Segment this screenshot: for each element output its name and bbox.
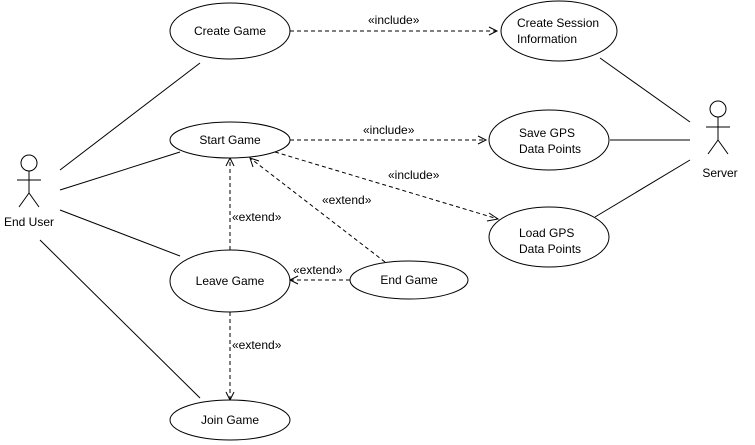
- assoc-user-start: [59, 151, 181, 191]
- actor-leg-right: [28, 192, 40, 208]
- label-extend-end-start: «extend»: [322, 193, 372, 207]
- actor-leg-left: [18, 192, 30, 208]
- use-case-save-gps-data-points[interactable]: Save GPS Data Points: [488, 109, 610, 171]
- use-case-join-game[interactable]: Join Game: [169, 399, 291, 441]
- use-case-create-session-information[interactable]: Create Session Information: [500, 0, 618, 62]
- assoc-user-join: [39, 239, 201, 399]
- use-case-label-line2: Data Points: [519, 142, 581, 156]
- extend-end-start: [249, 157, 386, 263]
- assoc-server-session: [599, 57, 691, 123]
- use-case-label-line1: Load GPS: [519, 226, 574, 240]
- use-case-label: Create Game: [194, 24, 266, 38]
- use-case-label: Join Game: [201, 413, 259, 427]
- label-extend-end-leave: «extend»: [293, 263, 343, 277]
- use-case-label-line2: Information: [517, 32, 577, 46]
- use-case-create-game[interactable]: Create Game: [169, 2, 291, 60]
- label-include-start-load: «include»: [388, 168, 440, 182]
- dependencies: [225, 26, 500, 402]
- label-include-start-save: «include»: [363, 123, 415, 137]
- use-case-leave-game[interactable]: Leave Game: [169, 249, 291, 313]
- actor-leg-left: [707, 139, 719, 155]
- assoc-user-leave: [59, 209, 181, 257]
- include-start-load: [274, 151, 499, 220]
- actor-label-end-user: End User: [4, 215, 54, 229]
- actor-head: [709, 100, 727, 118]
- dependency-labels: «include» «include» «include» «extend» «…: [232, 13, 440, 352]
- use-case-label-line1: Create Session: [517, 16, 599, 30]
- use-case-start-game[interactable]: Start Game: [169, 121, 291, 159]
- label-include-create-session: «include»: [368, 13, 420, 27]
- assoc-user-create: [59, 62, 201, 171]
- use-case-label: End Game: [380, 273, 438, 287]
- use-case-end-game[interactable]: End Game: [349, 260, 469, 300]
- arrowhead-start-save: [477, 135, 488, 145]
- arrowhead-create-session: [488, 26, 499, 36]
- arrowhead-end-start: [249, 157, 260, 168]
- use-case-label: Leave Game: [196, 274, 265, 288]
- use-case-label-line1: Save GPS: [519, 126, 575, 140]
- actor-end-user[interactable]: [17, 154, 41, 208]
- use-case-load-gps-data-points[interactable]: Load GPS Data Points: [488, 206, 610, 268]
- use-case-label: Start Game: [199, 133, 261, 147]
- actor-leg-right: [717, 139, 729, 155]
- label-extend-leave-join: «extend»: [232, 338, 282, 352]
- assoc-server-load: [594, 159, 691, 218]
- actor-head: [20, 154, 38, 172]
- arrowhead-start-load: [486, 212, 500, 222]
- associations: [39, 57, 691, 399]
- actor-label-server: Server: [702, 166, 737, 180]
- use-case-label-line2: Data Points: [519, 242, 581, 256]
- label-extend-leave-start: «extend»: [232, 210, 282, 224]
- actor-server[interactable]: [706, 100, 730, 155]
